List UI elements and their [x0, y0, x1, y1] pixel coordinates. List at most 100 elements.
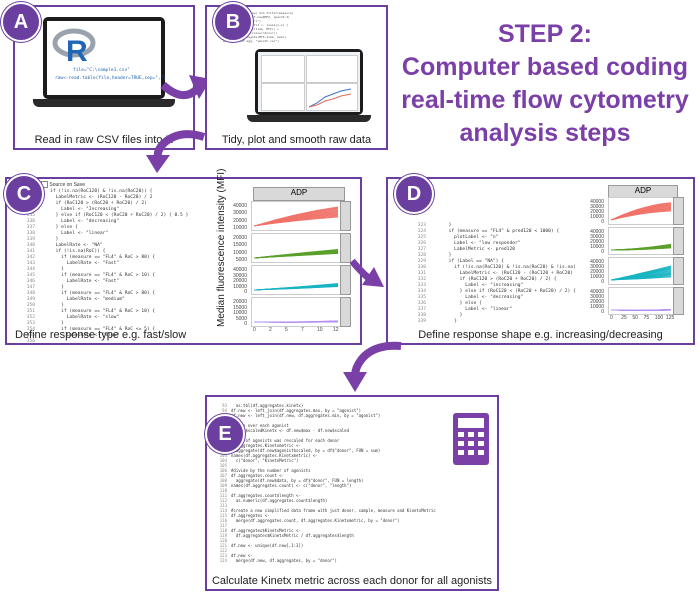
panel-c-facet-title: ADP: [253, 187, 345, 201]
y-tick-label: 0: [601, 279, 604, 285]
y-tick-label: 10000: [590, 214, 604, 220]
y-tick-label: 10000: [233, 249, 247, 256]
panel-e-caption: Calculate Kinetx metric across each dono…: [211, 575, 493, 587]
y-tick-label: 40000: [590, 229, 604, 235]
panel-c-code: if (!is.na(RoC120) & !is.na(RoC20)) { La…: [50, 189, 189, 338]
series-line: [610, 202, 672, 221]
facet-strip: [673, 197, 684, 225]
y-tick-label: 40000: [233, 203, 247, 209]
y-tick-label: 20000: [233, 278, 247, 284]
y-tick-label: 5000: [235, 315, 247, 322]
facet-panel: [251, 201, 341, 231]
series-line: [253, 320, 339, 323]
x-tick-label: 25: [621, 315, 627, 321]
y-tick-label: 20000: [233, 217, 247, 224]
panel-d-code: } if (measure == "FL4" & pred120 < 1000)…: [448, 223, 576, 324]
series-line: [610, 243, 672, 251]
svg-text:R: R: [66, 35, 88, 68]
step-title-line-4: analysis steps: [459, 119, 631, 147]
facet-strip: [673, 227, 684, 255]
y-tick-label: 30000: [233, 210, 247, 217]
x-tick-label: 10: [317, 327, 323, 333]
y-tick-label: 15000: [233, 242, 247, 249]
x-tick-label: 0: [610, 315, 613, 321]
facet-panel: [251, 233, 341, 263]
y-tick-label: 20000: [590, 239, 604, 245]
y-tick-label: 20000: [590, 209, 604, 215]
y-tick-label: 40000: [590, 199, 604, 205]
step-title-line-1: STEP 2:: [497, 20, 593, 48]
series-line: [253, 249, 339, 259]
y-tick-label: 0: [244, 289, 247, 295]
series-line: [610, 309, 672, 311]
x-tick-label: 50: [632, 315, 638, 321]
step-title-line-3: real-time flow cytometry: [401, 86, 689, 114]
panel-a-code-line-1: file="C:\sample1.csv": [73, 68, 130, 73]
panel-c: Source on Save 331 332 333 334 335 336 3…: [5, 169, 362, 345]
facet-lines: [253, 206, 339, 227]
x-tick-label: 125: [666, 315, 675, 321]
badge-d: D: [394, 174, 434, 214]
y-tick-label: 0: [601, 249, 604, 255]
facet-strip: [340, 201, 351, 231]
facet-panel: [251, 297, 341, 327]
facet-strip: [673, 287, 684, 315]
facet-lines: [610, 202, 672, 221]
panel-c-toolbar: Source on Save: [41, 181, 85, 188]
panel-a: R file="C:\sample1.csv" raw<-read.table(…: [13, 5, 195, 150]
x-tick-label: 7: [301, 327, 304, 333]
panel-b-caption: Tidy, plot and smooth raw data: [221, 134, 372, 146]
calculator-icon: [453, 413, 489, 465]
facet-strip: [673, 257, 684, 285]
panel-a-caption: Read in raw CSV files into R: [34, 134, 174, 146]
y-tick-label: 0: [601, 309, 604, 315]
y-tick-label: 30000: [590, 234, 604, 240]
panel-d: 323 324 325 326 327 328 329 330 331 332 …: [386, 177, 695, 345]
y-tick-label: 10000: [233, 225, 247, 231]
panel-c-caption: Define response type e.g. fast/slow: [15, 329, 187, 341]
series-line: [253, 206, 339, 227]
y-tick-label: 20000: [590, 299, 604, 305]
laptop-a-base: [33, 99, 175, 107]
step-title: STEP 2: Computer based coding real-time …: [395, 18, 695, 150]
arrow-c-to-d-icon: [350, 258, 384, 287]
facet-strip: [340, 233, 351, 263]
y-tick-label: 10000: [590, 274, 604, 280]
facet-panel: [251, 265, 341, 295]
panel-a-code-line-2: raw<-read.table(file,header=TRUE,sep=","…: [55, 76, 167, 81]
laptop-b-base: [247, 115, 371, 122]
y-tick-label: 10000: [233, 283, 247, 290]
y-tick-label: 40000: [590, 259, 604, 265]
facet-lines: [253, 249, 339, 259]
laptop-a-screen: R file="C:\sample1.csv" raw<-read.table(…: [43, 17, 167, 99]
y-tick-label: 5000: [235, 257, 247, 263]
y-tick-label: 0: [601, 219, 604, 225]
y-tick-label: 10000: [233, 310, 247, 316]
y-tick-label: 30000: [590, 264, 604, 270]
y-tick-label: 20000: [233, 235, 247, 241]
facet-panel: [608, 197, 674, 225]
facet-lines: [610, 309, 672, 311]
arrow-b-to-c-icon: [146, 130, 206, 173]
x-tick-label: 100: [654, 315, 664, 321]
laptop-b-screen: [255, 49, 363, 115]
facet-panel: [608, 287, 674, 315]
series-line: [253, 283, 339, 291]
r-logo-icon: R: [52, 28, 96, 68]
facet-lines: [253, 320, 339, 323]
y-tick-label: 15000: [233, 304, 247, 311]
y-tick-label: 40000: [233, 267, 247, 273]
facet-strip: [340, 297, 351, 327]
facet-strip: [340, 265, 351, 295]
x-tick-label: 5: [285, 327, 288, 333]
x-tick-label: 2: [269, 327, 272, 333]
x-tick-label: 0: [253, 327, 256, 333]
step-title-line-2: Computer based coding: [401, 53, 689, 81]
facet-lines: [253, 283, 339, 291]
x-tick-label: 75: [643, 315, 650, 321]
facet-panel: [608, 227, 674, 255]
y-tick-label: 20000: [233, 299, 247, 305]
y-tick-label: 10000: [590, 244, 604, 250]
y-tick-label: 40000: [590, 289, 604, 295]
series-line: [610, 265, 672, 281]
